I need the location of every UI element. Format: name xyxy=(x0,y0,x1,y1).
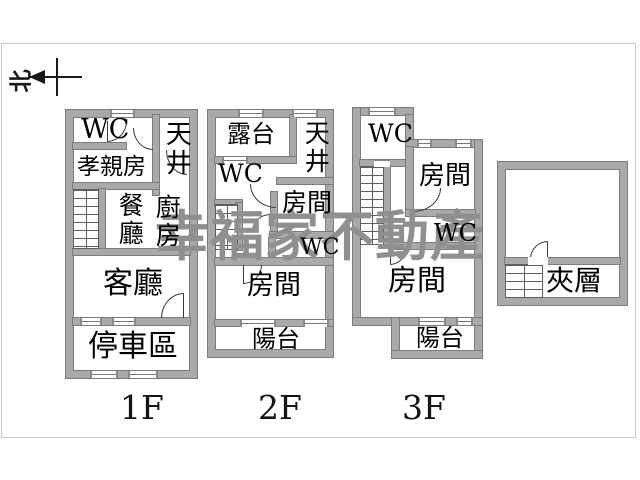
north-arrow-icon xyxy=(29,58,82,96)
wall-segment xyxy=(271,192,277,238)
wall-segment xyxy=(353,318,399,325)
wall-segment xyxy=(215,157,296,163)
room-label-mezzanine: 夾層 xyxy=(546,264,603,297)
floorplan-mezzanine xyxy=(498,162,627,305)
door-gap xyxy=(374,160,390,167)
window-symbol xyxy=(238,110,264,117)
wall-segment xyxy=(277,178,333,184)
window-symbol xyxy=(303,320,329,327)
window-symbol xyxy=(80,318,102,325)
room-label-elder-room-1f: 孝親房 xyxy=(77,154,146,180)
watermark-text: 幸福家不動產 xyxy=(155,204,485,268)
window-symbol xyxy=(110,110,135,117)
window-symbol xyxy=(456,318,473,325)
room-label-wc-upper-2f: WC xyxy=(218,159,263,188)
stairs-mezzanine xyxy=(505,264,543,298)
north-arrow-shapes xyxy=(29,58,82,96)
window-symbol xyxy=(292,110,318,117)
wall-segment xyxy=(390,243,475,249)
wall-segment xyxy=(153,115,159,195)
room-label-wc-upper-3f: WC xyxy=(368,119,413,148)
floor-label-2f: 2F xyxy=(258,388,302,427)
wall-segment xyxy=(215,258,333,265)
room-label-kitchen-1f: 廚房 xyxy=(152,194,182,250)
window-symbol xyxy=(90,371,118,378)
stairs-1f xyxy=(73,189,99,249)
room-label-wc-lower-2f: WC xyxy=(300,235,340,260)
wall-segment xyxy=(269,238,275,258)
room-label-wc-lower-3f: WC xyxy=(434,219,478,247)
room-label-room-lower-3f: 房間 xyxy=(388,263,447,297)
wall-segment xyxy=(99,189,105,249)
wall-segment xyxy=(73,183,159,189)
wall-segment xyxy=(270,232,333,238)
wall-segment xyxy=(406,210,475,216)
window-symbol xyxy=(240,320,276,327)
window-symbol xyxy=(222,157,248,164)
room-label-light-well-2f: 天井 xyxy=(301,120,331,176)
wall-segment xyxy=(406,140,482,147)
room-label-balcony-2f: 陽台 xyxy=(252,325,300,353)
window-symbol xyxy=(112,318,136,325)
window-symbol xyxy=(128,371,158,378)
wall-segment xyxy=(353,108,360,325)
wall-segment xyxy=(392,318,399,358)
wall-segment xyxy=(475,140,482,358)
wall-segment xyxy=(406,115,413,147)
room-label-room-mid-2f: 房間 xyxy=(282,188,333,217)
room-label-wc-1f: WC xyxy=(81,114,130,145)
room-label-living-1f: 客廳 xyxy=(103,266,163,301)
room-label-light-well-1f: 天井 xyxy=(161,120,192,178)
room-label-room-lower-2f: 房間 xyxy=(247,270,301,301)
wall-segment xyxy=(384,166,390,245)
room-label-balcony-3f: 陽台 xyxy=(416,324,464,352)
wall-segment xyxy=(290,115,296,163)
wall-segment xyxy=(236,203,242,250)
wall-segment xyxy=(406,147,413,210)
room-label-terrace-2f: 露台 xyxy=(227,120,275,148)
window-symbol xyxy=(417,140,432,147)
window-symbol xyxy=(368,108,396,115)
room-label-room-upper-3f: 房間 xyxy=(419,161,472,191)
window-symbol xyxy=(455,140,472,147)
wall-segment xyxy=(392,351,482,358)
wall-segment xyxy=(505,258,620,264)
door-gap xyxy=(528,257,548,265)
floor-label-1f: 1F xyxy=(120,388,164,427)
room-label-dining-1f: 餐廳 xyxy=(115,192,145,248)
wall-segment xyxy=(73,143,126,149)
stairs-2f xyxy=(215,204,238,250)
stairs-3f xyxy=(360,166,384,245)
floor-label-3f: 3F xyxy=(402,388,446,427)
wall-segment xyxy=(215,200,242,206)
wall-segment xyxy=(73,249,190,255)
room-label-parking-1f: 停車區 xyxy=(88,329,178,364)
window-symbol xyxy=(418,318,446,325)
